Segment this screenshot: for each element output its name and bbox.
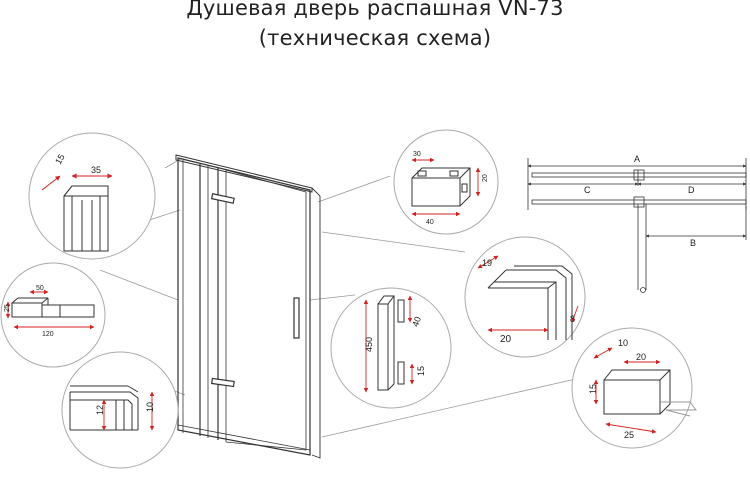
plan-label-a: A (634, 154, 640, 164)
dim-handle-40: 40 (410, 315, 423, 328)
dim-connector-20: 20 (482, 174, 489, 182)
dim-hinge-25: 25 (4, 304, 11, 312)
callout-connector: 30 20 40 (393, 129, 499, 235)
callout-bottom-profile: 12 10 (61, 351, 179, 469)
dim-hinge-120: 120 (42, 331, 54, 338)
plan-view: A C D B (527, 154, 747, 293)
dim-connector-30: 30 (413, 151, 421, 158)
dim-bracket-20: 20 (636, 352, 646, 362)
plan-label-b: B (690, 238, 696, 248)
dim-bottom-10: 10 (145, 402, 155, 412)
shower-door-main (175, 154, 321, 459)
dim-handle-15: 15 (416, 366, 426, 376)
dim-corner-20: 20 (500, 334, 512, 345)
dim-hinge-50: 50 (36, 285, 44, 292)
dim-connector-40: 40 (426, 219, 434, 226)
dim-corner-19: 19 (482, 258, 492, 268)
dim-handle-450: 450 (364, 337, 374, 352)
dim-bracket-25: 25 (624, 430, 634, 440)
plan-label-c: C (584, 185, 591, 195)
callout-hinge: 50 25 120 (0, 262, 106, 368)
plan-label-d: D (688, 185, 695, 195)
callout-profile-top: 15 35 (28, 132, 156, 260)
dim-corner-8: 8 (570, 314, 575, 324)
dim-bracket-10: 10 (618, 338, 628, 348)
dim-bracket-15: 15 (588, 384, 598, 394)
callout-corner-profile: 19 20 8 (464, 236, 586, 358)
callout-bracket: 10 20 15 25 (571, 327, 697, 449)
dim-bottom-12: 12 (95, 405, 105, 415)
dim-profile-35: 35 (91, 165, 101, 175)
callout-handle: 450 40 15 (330, 287, 452, 409)
title-line-2: (техническая схема) (258, 26, 492, 50)
dim-profile-15: 15 (53, 152, 67, 166)
title-line-1: Душевая дверь распашная VN-73 (186, 0, 564, 20)
